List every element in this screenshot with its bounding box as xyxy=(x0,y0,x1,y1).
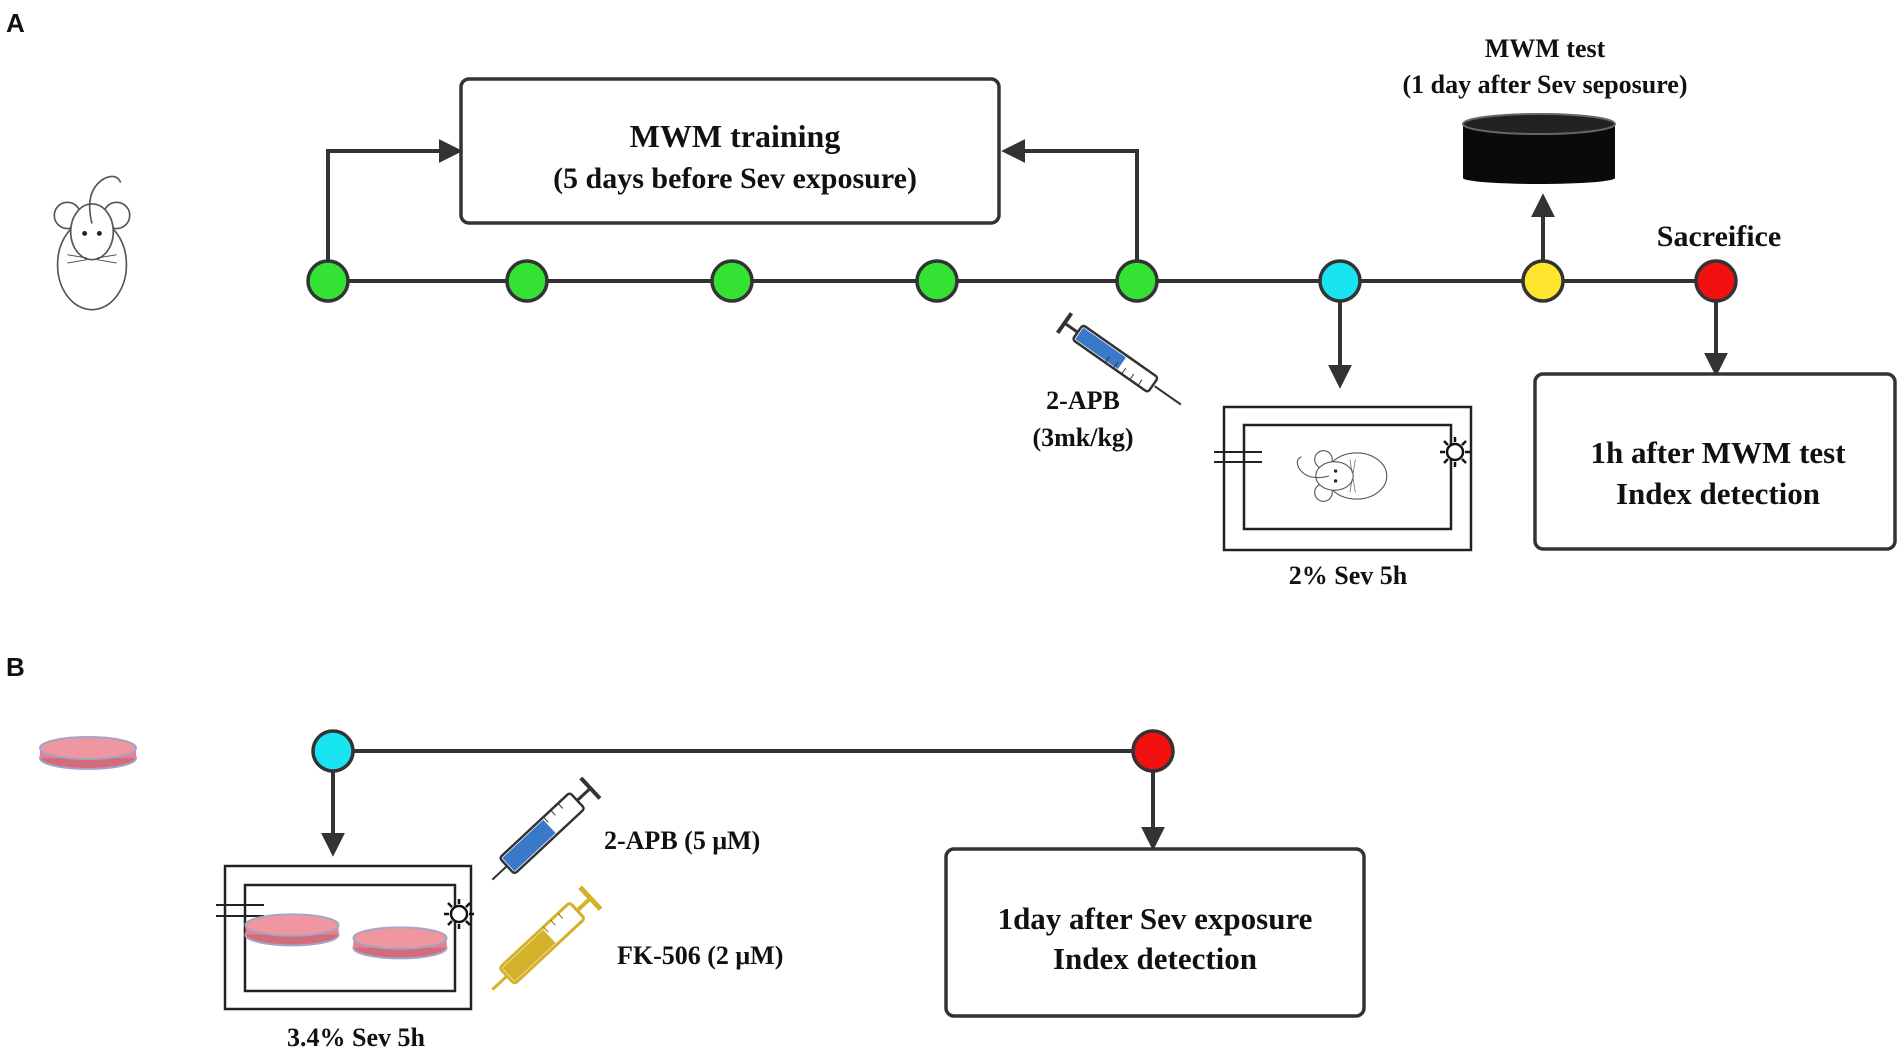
timeline-a-nodes xyxy=(306,259,1738,303)
panel-b-label: B xyxy=(6,652,25,682)
training-box xyxy=(459,77,1001,225)
sacrifice-label: Sacreifice xyxy=(1657,220,1781,253)
petri-dish-icon xyxy=(39,736,137,770)
light-icon xyxy=(444,899,474,929)
result-box-b xyxy=(944,847,1366,1018)
timeline-node-mwm-test xyxy=(1521,259,1565,303)
syringe-icon xyxy=(491,776,602,881)
timeline-node-training-day-3 xyxy=(710,259,754,303)
light-icon xyxy=(1440,437,1470,467)
chamber-a-label: 2% Sev 5h xyxy=(1289,561,1408,590)
timeline-b-nodes xyxy=(311,729,1175,773)
result-box-a-line2: Index detection xyxy=(1616,476,1820,511)
training-box-title: MWM training xyxy=(630,118,841,154)
timeline-node-sacrifice xyxy=(1694,259,1738,303)
training-arrow-right xyxy=(1001,139,1139,264)
drug-b1-label: 2-APB (5 μM) xyxy=(604,826,760,855)
timeline-node-sev-exposure xyxy=(311,729,355,773)
drug-a-dose: (3mk/kg) xyxy=(1032,423,1133,452)
syringe-icon xyxy=(491,885,603,991)
timeline-node-end-point xyxy=(1131,729,1175,773)
mouse-icon xyxy=(53,175,131,311)
timeline-node-training-day-5 xyxy=(1115,259,1159,303)
syringe-icon xyxy=(1056,312,1182,406)
result-box-b-line2: Index detection xyxy=(1053,941,1257,976)
drug-a-name: 2-APB xyxy=(1046,386,1120,415)
result-box-a xyxy=(1533,372,1897,551)
mwm-test-subtitle: (1 day after Sev seposure) xyxy=(1402,70,1687,99)
chamber-b-label: 3.4% Sev 5h xyxy=(287,1023,426,1050)
timeline-node-sev-exposure xyxy=(1318,259,1362,303)
training-arrow-left xyxy=(326,139,463,264)
training-box-subtitle: (5 days before Sev exposure) xyxy=(553,162,917,195)
petri-dish-icon xyxy=(352,926,448,960)
drug-b2-label: FK-506 (2 μM) xyxy=(617,941,783,970)
timeline-node-training-day-2 xyxy=(505,259,549,303)
result-box-a-line1: 1h after MWM test xyxy=(1590,435,1846,470)
cylinder-icon xyxy=(1462,113,1616,184)
panel-a-label: A xyxy=(6,8,25,38)
petri-dish-icon xyxy=(244,913,340,947)
timeline-node-training-day-4 xyxy=(915,259,959,303)
result-box-b-line1: 1day after Sev exposure xyxy=(998,901,1313,936)
timeline-node-training-day-1 xyxy=(306,259,350,303)
mwm-test-title: MWM test xyxy=(1485,34,1606,63)
